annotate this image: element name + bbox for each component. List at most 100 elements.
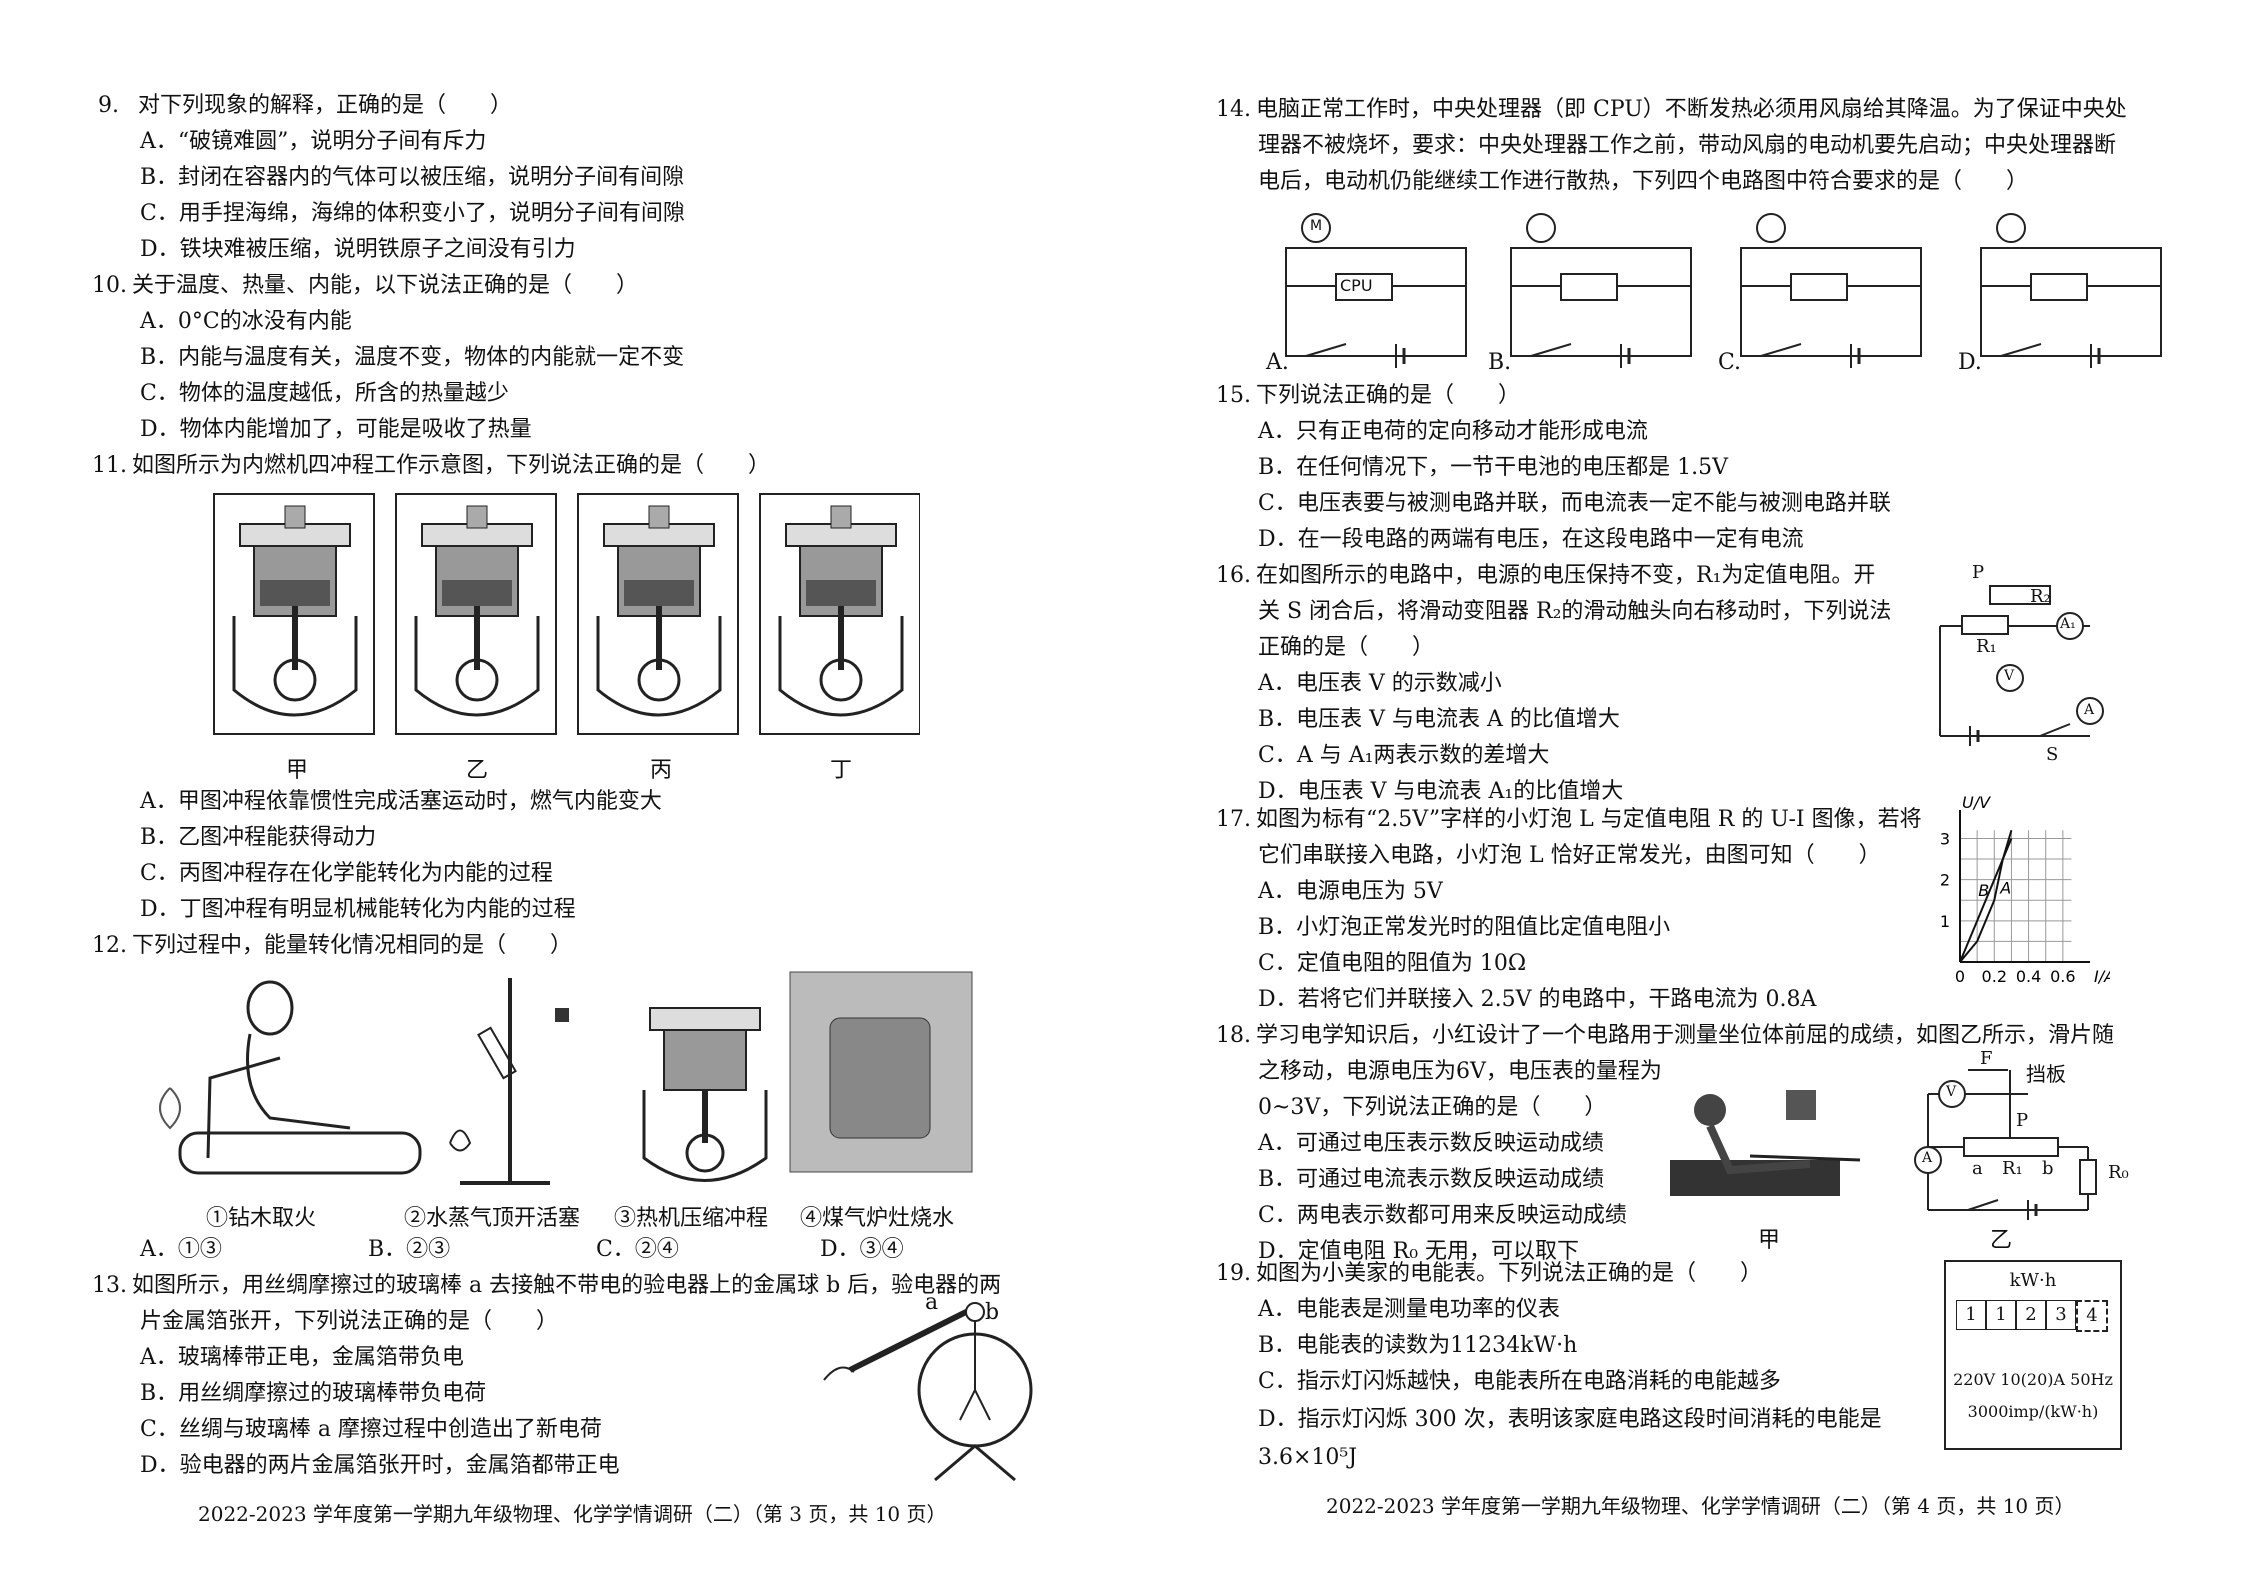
q18-label-small-b: b — [2042, 1158, 2054, 1179]
q16-label-a: A — [2084, 702, 2095, 718]
q18-label-yi: 乙 — [1990, 1228, 2013, 1253]
fire-drill-illustration — [159, 980, 422, 1175]
steam-stopper-illustration — [449, 978, 569, 1185]
q18-label-a: A — [1922, 1150, 1933, 1166]
q13-option-d: D．验电器的两片金属箔张开时，金属箔都带正电 — [140, 1453, 620, 1478]
engine-label-yi: 乙 — [466, 758, 489, 783]
q16-label-r2: R₂ — [2030, 586, 2051, 607]
q18-label-r0: R₀ — [2108, 1162, 2129, 1183]
engine-label-jia: 甲 — [286, 758, 309, 783]
q13-option-b: B．用丝绸摩擦过的玻璃棒带负电荷 — [140, 1381, 487, 1406]
q15-stem: 15.下列说法正确的是（ ） — [1216, 383, 1521, 408]
q17-option-a: A．电源电压为 5V — [1258, 879, 1443, 904]
q16-stem-line3: 正确的是（ ） — [1258, 635, 1435, 660]
q12-caption-1: ①钻木取火 — [206, 1206, 317, 1231]
series-label-B: B — [1978, 881, 1989, 900]
q18-option-d: D．定值电阻 R₀ 无用，可以取下 — [1258, 1239, 1580, 1264]
q15-option-a: A．只有正电荷的定向移动才能形成电流 — [1258, 419, 1648, 444]
q16-circuit-figure — [1939, 585, 2104, 746]
q19-option-b: B．电能表的读数为11234kW·h — [1258, 1333, 1578, 1358]
q13-stem: 13.如图所示，用丝绸摩擦过的玻璃棒 a 去接触不带电的验电器上的金属球 b 后… — [92, 1273, 1002, 1298]
right-page-footer: 2022-2023 学年度第一学期九年级物理、化学学情调研（二）（第 4 页，共… — [1326, 1494, 2075, 1518]
x-tick-label: 0.6 — [2050, 967, 2075, 986]
q11-stem: 11.如图所示为内燃机四冲程工作示意图，下列说法正确的是（ ） — [92, 453, 771, 478]
y-axis-label: U/V — [1962, 793, 1991, 812]
meter-digit: 2 — [2016, 1300, 2046, 1330]
q19-stem: 19.如图为小美家的电能表。下列说法正确的是（ ） — [1216, 1261, 1763, 1286]
q11-option-c: C．丙图冲程存在化学能转化为内能的过程 — [140, 861, 553, 886]
meter-unit: kW·h — [2009, 1270, 2057, 1291]
q16-label-s: S — [2046, 744, 2059, 765]
q10-option-b: B．内能与温度有关，温度不变，物体的内能就一定不变 — [140, 345, 685, 370]
electroscope-label-a: a — [925, 1290, 939, 1315]
meter-digit: 1 — [1986, 1300, 2016, 1330]
q15-option-c: C．电压表要与被测电路并联，而电流表一定不能与被测电路并联 — [1258, 491, 1891, 516]
electroscope-figure — [823, 1302, 1033, 1482]
cpu-label: CPU — [1340, 276, 1373, 295]
q14-stem: 14.电脑正常工作时，中央处理器（即 CPU）不断发热必须用风扇给其降温。为了保… — [1216, 97, 2127, 122]
x-tick-label: 0.2 — [1982, 967, 2007, 986]
q16-label-r1: R₁ — [1976, 636, 1997, 657]
q12-stem: 12.下列过程中，能量转化情况相同的是（ ） — [92, 933, 573, 958]
q10-option-d: D．物体内能增加了，可能是吸收了热量 — [140, 417, 532, 442]
meter-spec: 220V 10(20)A 50Hz — [1953, 1370, 2113, 1389]
q15-option-b: B．在任何情况下，一节干电池的电压都是 1.5V — [1258, 455, 1729, 480]
q18-label-small-a: a — [1972, 1158, 1983, 1179]
engine-label-ding: 丁 — [830, 758, 853, 783]
q10-stem: 10.关于温度、热量、内能，以下说法正确的是（ ） — [92, 273, 639, 298]
q13-option-a: A．玻璃棒带正电，金属箔带负电 — [140, 1345, 464, 1370]
engine-strokes-figure — [213, 490, 920, 740]
engine-compression-illustration — [642, 1007, 768, 1182]
q9-option-d: D．铁块难被压缩，说明铁原子之间没有引力 — [140, 237, 576, 262]
q17-stem: 17.如图为标有“2.5V”字样的小灯泡 L 与定值电阻 R 的 U-I 图像，… — [1216, 807, 1922, 832]
y-tick-label: 3 — [1940, 829, 1950, 848]
q12-option-b: B．②③ — [368, 1237, 451, 1262]
q18-option-c: C．两电表示数都可用来反映运动成绩 — [1258, 1203, 1627, 1228]
left-page: 9.对下列现象的解释，正确的是（ ） A．“破镜难圆”，说明分子间有斥力 B．封… — [92, 93, 1033, 1526]
q16-option-a: A．电压表 V 的示数减小 — [1258, 671, 1502, 696]
meter-digits: 1 1 2 3 4 — [1956, 1300, 2108, 1332]
series-label-A: A — [1999, 879, 2011, 898]
q12-caption-3: ③热机压缩冲程 — [614, 1206, 769, 1231]
meter-imp: 3000imp/(kW·h) — [1967, 1402, 2099, 1421]
x-tick-label: 0.4 — [2016, 967, 2041, 986]
q19-option-c: C．指示灯闪烁越快，电能表所在电路消耗的电能越多 — [1258, 1369, 1781, 1394]
q12-option-d: D．③④ — [820, 1237, 904, 1262]
q18-label-board: 挡板 — [2026, 1062, 2066, 1086]
energy-conversion-figure — [159, 971, 973, 1185]
x-axis-label: I/A — [2094, 967, 2110, 986]
meter-digit-decimal: 4 — [2076, 1300, 2108, 1332]
q14-label-c: C. — [1718, 350, 1742, 375]
q9-option-c: C．用手捏海绵，海绵的体积变小了，说明分子间有间隙 — [140, 201, 685, 226]
q16-label-a1: A₁ — [2060, 616, 2076, 632]
q14-label-b: B. — [1488, 350, 1512, 375]
q16-option-c: C．A 与 A₁两表示数的差增大 — [1258, 743, 1550, 768]
q11-option-a: A．甲图冲程依靠惯性完成活塞运动时，燃气内能变大 — [140, 789, 662, 814]
q18-option-b: B．可通过电流表示数反映运动成绩 — [1258, 1167, 1605, 1192]
q14-label-a: A. — [1266, 350, 1289, 375]
q18-label-v: V — [1946, 1084, 1957, 1100]
q19-option-d-cont: 3.6×10⁵J — [1258, 1445, 1358, 1470]
electroscope-label-b: b — [985, 1300, 1000, 1325]
q17-option-d: D．若将它们并联接入 2.5V 的电路中，干路电流为 0.8A — [1258, 987, 1817, 1012]
q16-label-p: P — [1972, 562, 1985, 583]
q17-option-b: B．小灯泡正常发光时的阻值比定值电阻小 — [1258, 915, 1671, 940]
series-line-B — [1959, 829, 2013, 963]
q9-option-a: A．“破镜难圆”，说明分子间有斥力 — [140, 129, 487, 154]
q18-label-f: F — [1980, 1048, 1993, 1069]
q18-label-jia: 甲 — [1758, 1228, 1781, 1253]
q13-option-c: C．丝绸与玻璃棒 a 摩擦过程中创造出了新电荷 — [140, 1417, 602, 1442]
q16-label-v: V — [2004, 668, 2015, 684]
left-page-footer: 2022-2023 学年度第一学期九年级物理、化学学情调研（二）（第 3 页，共… — [198, 1502, 947, 1526]
q17-option-c: C．定值电阻的阻值为 10Ω — [1258, 951, 1527, 976]
q12-caption-4: ④煤气炉灶烧水 — [800, 1206, 955, 1231]
q18-circuit-figure — [1914, 1069, 2097, 1220]
q18-label-p: P — [2016, 1110, 2029, 1131]
q15-option-d: D．在一段电路的两端有电压，在这段电路中一定有电流 — [1258, 527, 1804, 552]
meter-digit: 1 — [1956, 1300, 1986, 1330]
q9-option-b: B．封闭在容器内的气体可以被压缩，说明分子间有间隙 — [140, 165, 685, 190]
y-tick-label: 2 — [1940, 871, 1950, 890]
q12-caption-2: ②水蒸气顶开活塞 — [404, 1206, 581, 1231]
q10-option-c: C．物体的温度越低，所含的热量越少 — [140, 381, 509, 406]
